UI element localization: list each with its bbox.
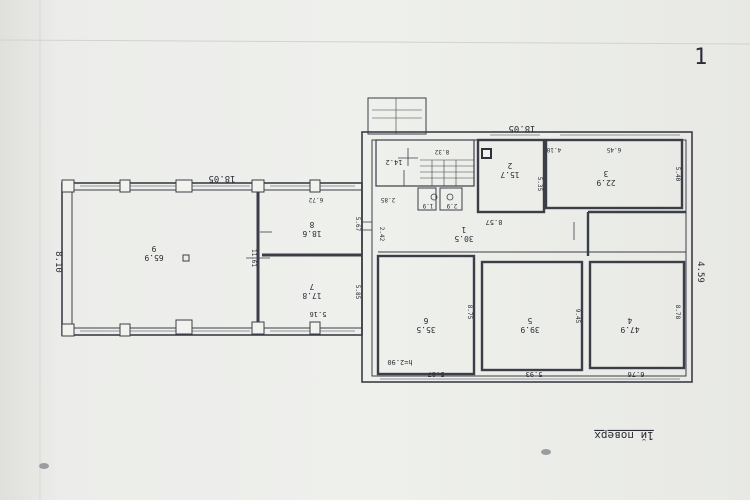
room-6-number: 6 <box>423 316 428 325</box>
left-wing-walls <box>61 182 363 336</box>
punch-mark <box>541 449 551 455</box>
labels: 18.05 18.05 8.10 4.59 5.16 5.87 5.93 6.7… <box>53 123 705 378</box>
room-9-area: 65.9 <box>144 253 163 262</box>
room-2-number: 2 <box>507 161 512 170</box>
punch-mark <box>39 463 49 469</box>
dim-room9-h: 11.61 <box>250 249 257 267</box>
height-mark: h=2.90 <box>387 358 412 366</box>
sink-icon <box>446 193 454 201</box>
dim-left-height: 8.10 <box>53 251 63 273</box>
dim-bottom-right: 6.76 <box>628 370 645 378</box>
dim-room6-h: 8.75 <box>466 305 473 320</box>
dim-top-right: 18.05 <box>508 123 535 133</box>
room-7-area: 17.8 <box>302 291 321 300</box>
wc-b: 2.9 <box>446 202 457 209</box>
dim-corridor: 8.57 <box>486 218 503 226</box>
dim-right-height: 4.59 <box>695 261 705 283</box>
dim-room1-w: 2.85 <box>380 196 395 203</box>
dim-room5-h: 9.45 <box>574 309 581 324</box>
dim-corr-w: 4.10 <box>546 146 561 153</box>
room-3-area: 22.9 <box>596 178 615 187</box>
dim-room4-h: 8.78 <box>674 305 681 320</box>
right-block-walls <box>361 97 693 383</box>
room-1-number: 1 <box>461 225 466 234</box>
dim-room8-w: 6.72 <box>308 196 323 203</box>
room-5-number: 5 <box>527 316 532 325</box>
room-9-number: 9 <box>151 244 156 253</box>
toilet-icon <box>430 193 438 201</box>
dim-room3-w: 6.45 <box>606 146 621 153</box>
footer-caption: 1й поверх <box>594 429 654 442</box>
column-marker <box>182 254 190 262</box>
room-8-area: 18.6 <box>302 229 321 238</box>
room-3-number: 3 <box>603 169 608 178</box>
dim-stair-w: 8.32 <box>434 148 449 155</box>
room-8-number: 8 <box>309 220 314 229</box>
room-6-area: 35.5 <box>416 325 435 334</box>
page-marker: 1 <box>694 45 707 70</box>
room-1-area: 30.5 <box>454 234 473 243</box>
dim-room7-h: 5.85 <box>354 285 361 300</box>
door-marks <box>246 148 575 259</box>
dim-room8-h: 5.67 <box>354 217 361 232</box>
chimney-inner <box>483 150 490 157</box>
dim-top-left: 18.05 <box>208 173 235 183</box>
stair-area: 14.2 <box>386 158 403 166</box>
paper-fold <box>0 39 750 45</box>
dim-bottom-left: 5.16 <box>310 310 327 318</box>
room-2-area: 15.7 <box>500 170 519 179</box>
pilasters <box>61 179 321 337</box>
dim-bottom-mid: 5.87 <box>428 370 445 378</box>
room-7-number: 7 <box>309 282 314 291</box>
dim-corr-h: 2.42 <box>378 227 385 242</box>
room-4-area: 47.9 <box>620 325 639 334</box>
wc-a: 1.9 <box>422 202 433 209</box>
room-5-area: 39.9 <box>520 325 539 334</box>
room-4-number: 4 <box>627 316 632 325</box>
dim-room2-h: 5.35 <box>536 177 543 192</box>
dim-bottom-mid2: 5.93 <box>526 370 543 378</box>
dim-room3-h: 5.40 <box>674 167 681 182</box>
